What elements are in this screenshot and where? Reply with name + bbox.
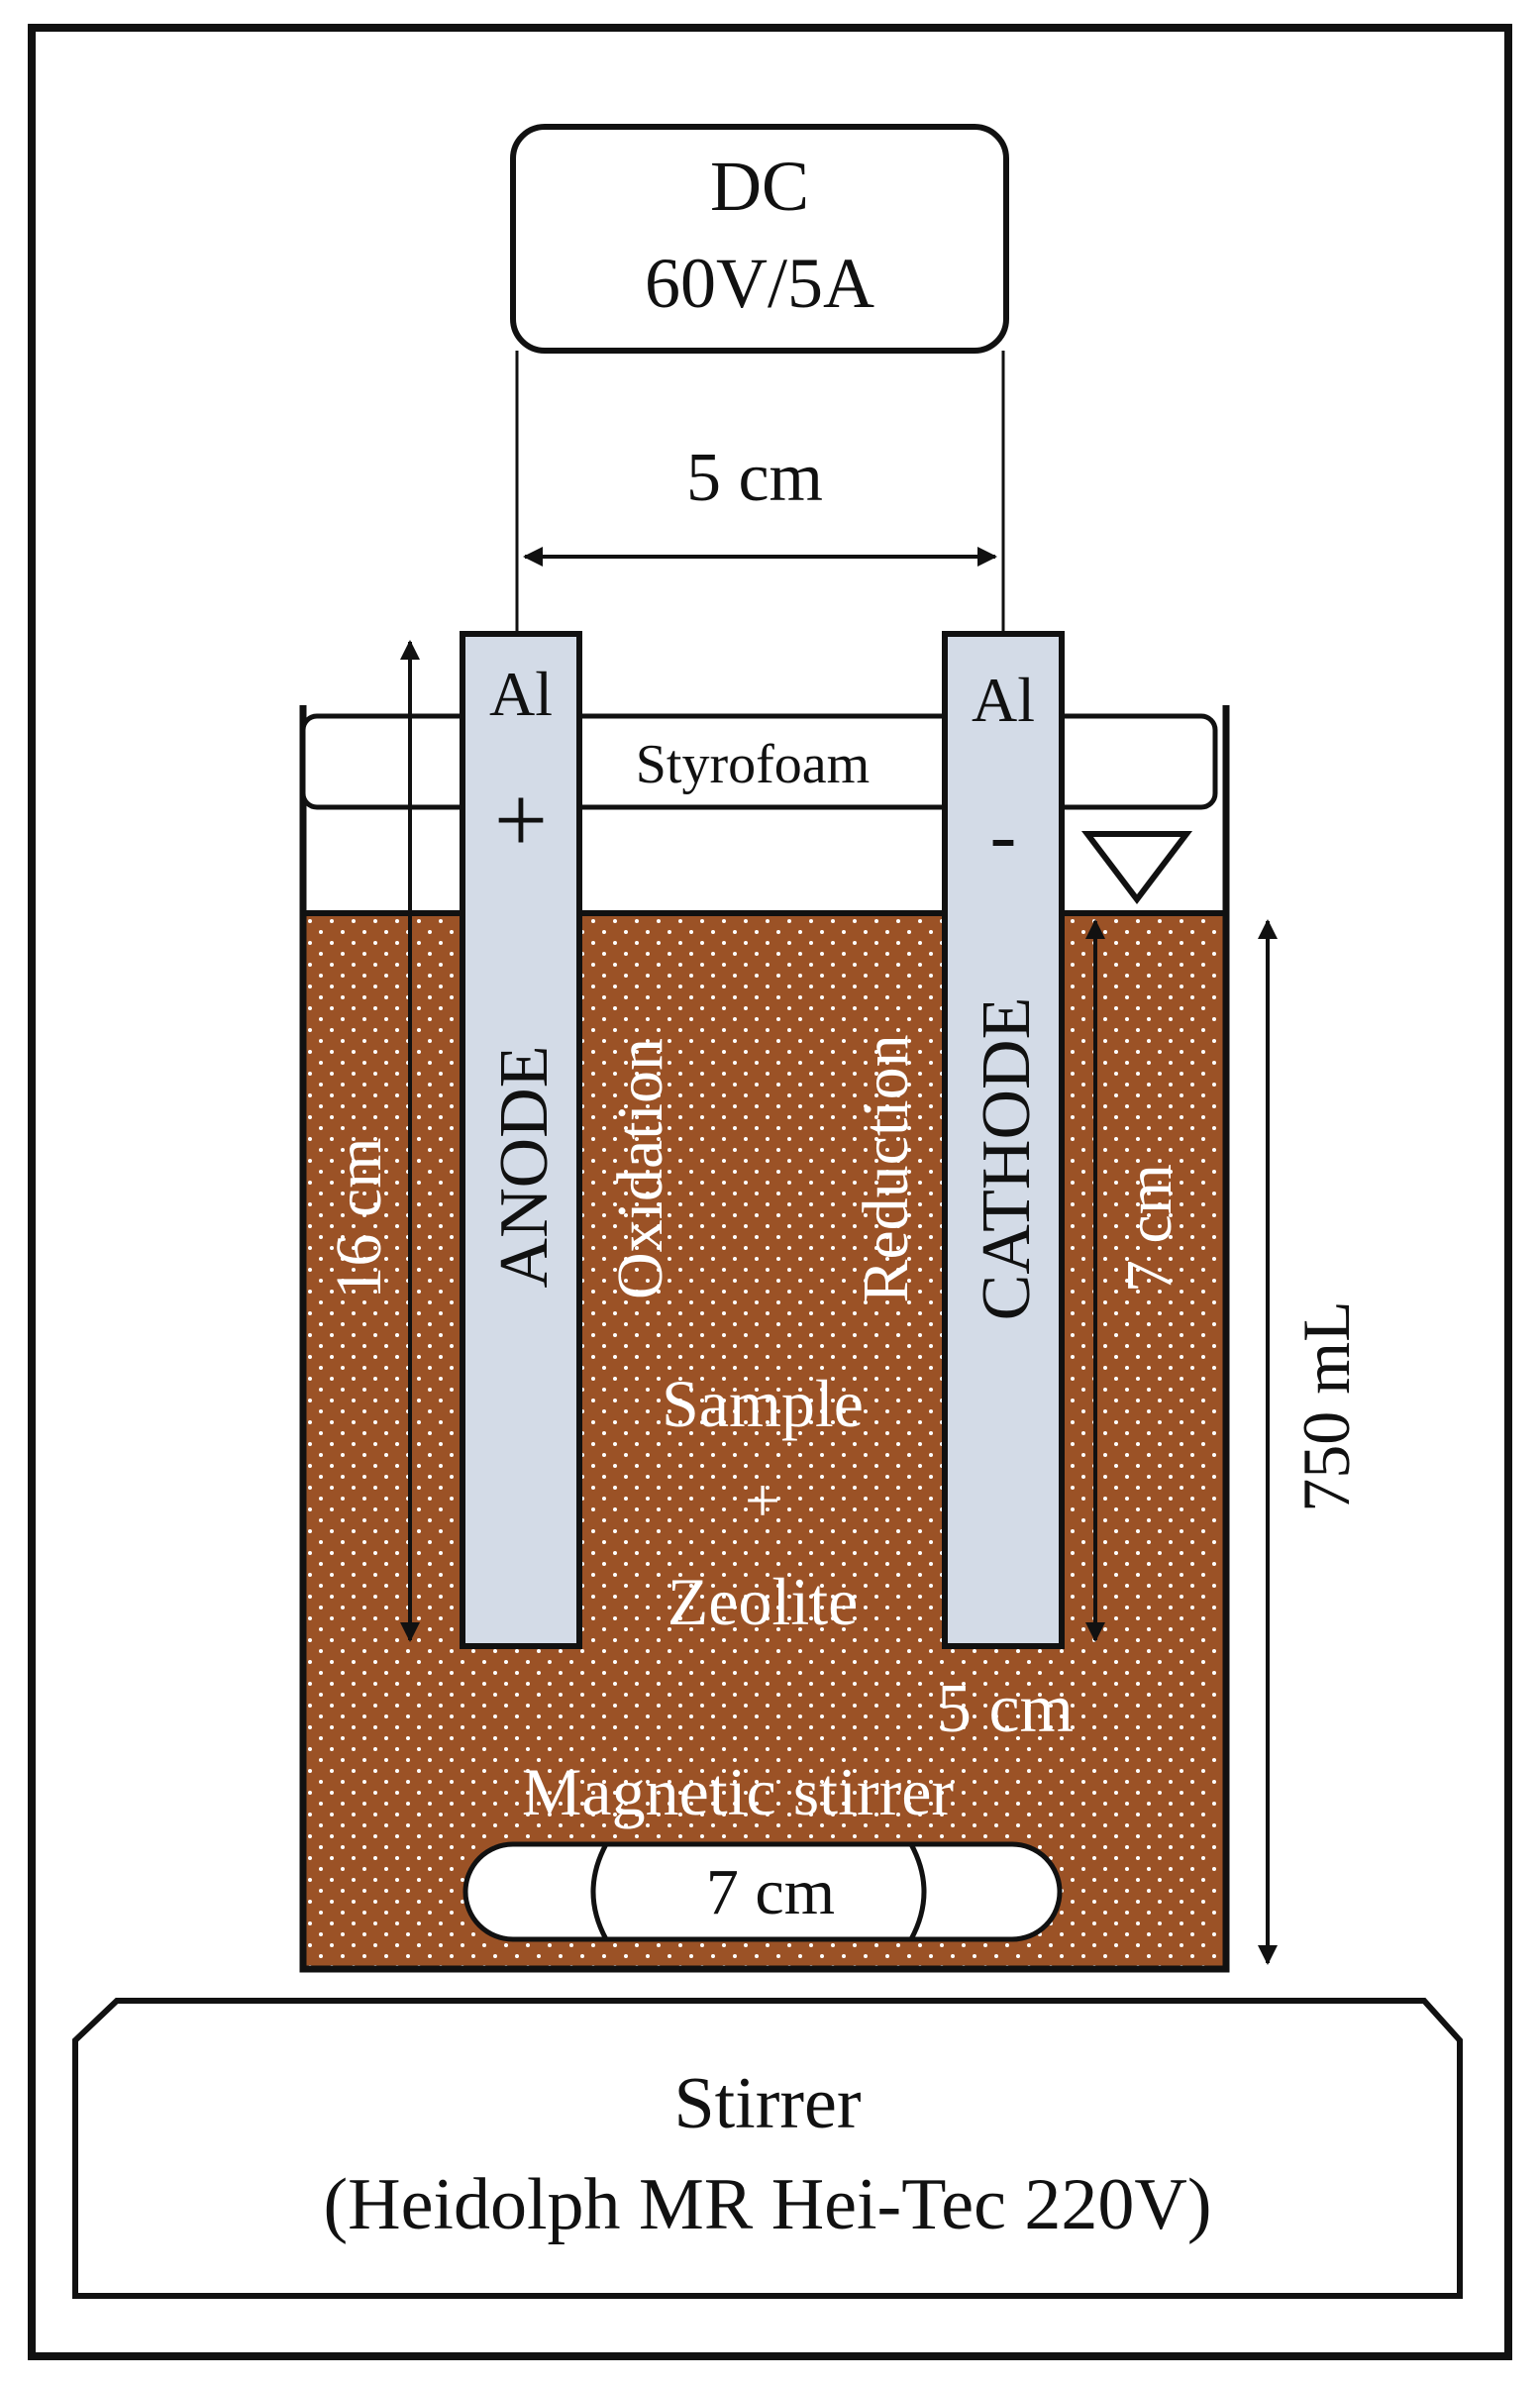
cathode-depth-label: 7 cm <box>1113 1164 1185 1293</box>
cathode-depth-dimension: 7 cm <box>1085 919 1185 1642</box>
styrofoam-label: Styrofoam <box>636 734 870 795</box>
mixture-line-sample: Sample <box>662 1366 864 1441</box>
reduction-label: Reduction <box>850 1034 922 1302</box>
stir-bar-left-cap <box>590 1842 609 1941</box>
electrode-spacing-label: 5 cm <box>686 440 823 516</box>
stir-bar-size-label: 7 cm <box>706 1856 835 1928</box>
electrode-spacing-dimension: 5 cm <box>523 440 997 567</box>
cathode-plate <box>942 631 1065 1649</box>
stir-bar-body <box>462 1841 1063 1942</box>
volume-dimension: 750 mL <box>1258 919 1364 1965</box>
power-supply-rating: 60V/5A <box>645 244 874 323</box>
volume-label: 750 mL <box>1288 1300 1364 1511</box>
water-level-icon <box>1080 831 1193 904</box>
stirrer-base-body <box>72 1998 1463 2299</box>
anode-material: Al <box>489 659 553 729</box>
anode-plate <box>460 631 582 1649</box>
bottom-gap-label: 5 cm <box>937 1671 1074 1747</box>
mixture-line-plus: + <box>745 1465 780 1535</box>
oxidation-label: Oxidation <box>604 1038 676 1299</box>
power-supply: DC 60V/5A <box>510 124 1009 354</box>
anode-length-dimension: 16 cm <box>323 640 420 1642</box>
power-supply-box <box>510 124 1009 354</box>
anode: Al + ANODE <box>460 631 582 1649</box>
styrofoam-lid: Styrofoam <box>300 713 1218 810</box>
anode-name: ANODE <box>486 1046 563 1289</box>
stir-bar-right-cap <box>908 1842 927 1941</box>
cathode: Al - CATHODE <box>942 631 1065 1649</box>
stirrer-base: Stirrer (Heidolph MR Hei-Tec 220V) <box>72 1998 1463 2299</box>
anode-length-label: 16 cm <box>323 1137 395 1298</box>
stir-bar: 7 cm <box>462 1841 1063 1942</box>
liquid-particles <box>303 913 1226 1969</box>
stir-bar-caption: Magnetic stirrer <box>522 1754 955 1829</box>
stirrer-model: (Heidolph MR Hei-Tec 220V) <box>324 2164 1212 2245</box>
cathode-name: CATHODE <box>969 997 1045 1321</box>
beaker <box>299 705 1230 1973</box>
mixture-line-zeolite: Zeolite <box>667 1564 859 1639</box>
power-supply-type: DC <box>710 147 809 226</box>
stirrer-title: Stirrer <box>673 2063 861 2144</box>
cathode-sign: - <box>990 792 1017 880</box>
anode-sign: + <box>494 767 548 873</box>
cathode-material: Al <box>972 665 1035 735</box>
